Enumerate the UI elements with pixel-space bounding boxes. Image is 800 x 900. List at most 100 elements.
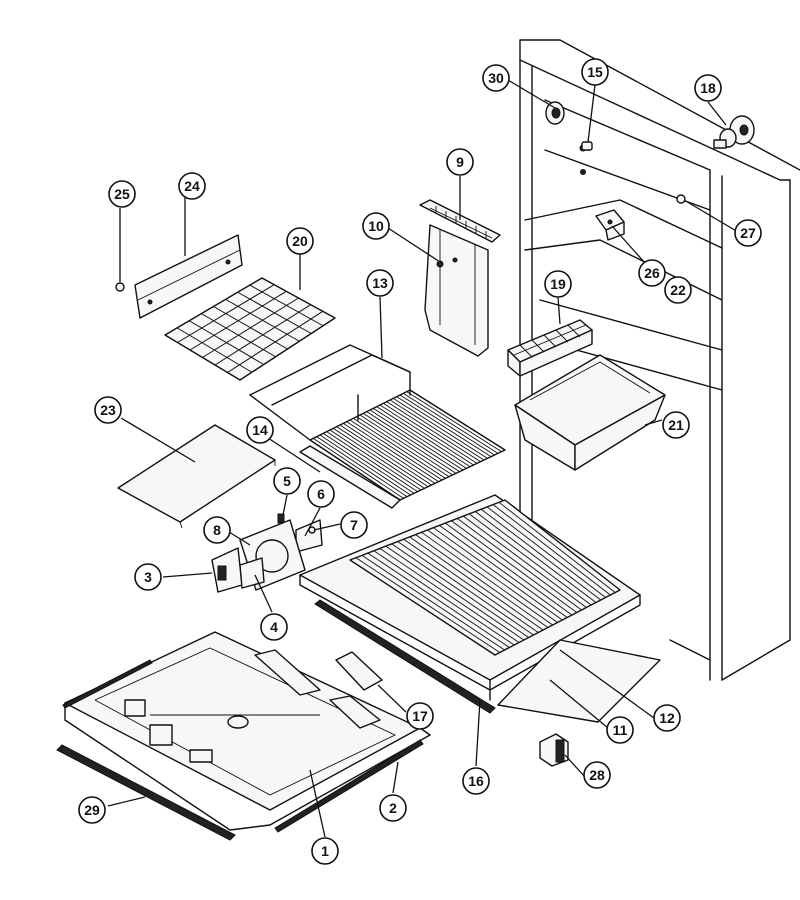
svg-text:17: 17 [412, 708, 428, 724]
hatch-line [457, 518, 582, 611]
part-23-shelf-panel [117, 424, 276, 529]
svg-text:18: 18 [700, 80, 716, 96]
part-30-control-knob [545, 101, 565, 125]
svg-text:12: 12 [659, 710, 675, 726]
hatch-line [498, 501, 616, 593]
svg-text:9: 9 [456, 154, 464, 170]
hatch-line [313, 437, 404, 499]
callout-14: 14 [246, 416, 274, 444]
svg-text:4: 4 [270, 619, 278, 635]
callout-27: 27 [734, 219, 762, 247]
hatch-line [353, 417, 446, 479]
svg-text:8: 8 [213, 522, 221, 538]
hatch-line [319, 434, 411, 496]
hatch-line [227, 310, 324, 373]
hatch-line [379, 548, 520, 643]
hatch-line [409, 389, 506, 451]
part-16-rail [314, 599, 496, 714]
hatch-line [363, 412, 457, 474]
svg-text:24: 24 [184, 178, 200, 194]
svg-text:21: 21 [668, 417, 684, 433]
callout-12: 12 [653, 704, 681, 732]
hatch-line [386, 401, 481, 463]
callout-5: 5 [273, 467, 301, 495]
hatch-line [385, 545, 525, 641]
part-27-screw [676, 194, 686, 204]
part-9-air-duct [419, 199, 501, 357]
svg-text:2: 2 [389, 800, 397, 816]
hatch-line [355, 557, 501, 653]
hatch-line [421, 531, 553, 626]
hatch-line [177, 284, 275, 343]
hatch-line [415, 534, 549, 628]
hatch-line [373, 550, 515, 646]
hatch-line [359, 414, 453, 476]
callout-26: 26 [638, 259, 666, 287]
callout-17: 17 [406, 702, 434, 730]
hatch-line [309, 439, 401, 501]
svg-text:14: 14 [252, 422, 268, 438]
callout-23: 23 [94, 396, 122, 424]
svg-text:1: 1 [321, 843, 329, 859]
hatch-line [492, 504, 611, 596]
svg-text:16: 16 [468, 773, 484, 789]
part-6-fan-blade [295, 519, 323, 553]
part-2-side-rail [274, 739, 424, 833]
hatch-line [433, 527, 563, 621]
svg-text:19: 19 [550, 276, 566, 292]
svg-text:20: 20 [292, 233, 308, 249]
hatch-line [403, 538, 539, 633]
svg-text:29: 29 [84, 802, 100, 818]
callout-3: 3 [134, 563, 162, 591]
callout-24: 24 [178, 172, 206, 200]
pan-side-rail [62, 659, 153, 709]
hatch-line [343, 422, 436, 484]
part-19-ice-tray [507, 319, 593, 377]
part-11-glass-panel [497, 639, 661, 723]
part-12-crisper-cover [299, 494, 641, 701]
callout-10: 10 [362, 212, 390, 240]
hatch-line [361, 555, 505, 651]
svg-text:25: 25 [114, 186, 130, 202]
callout-9: 9 [446, 148, 474, 176]
svg-text:7: 7 [350, 517, 358, 533]
callout-7: 7 [340, 511, 368, 539]
callout-30: 30 [482, 64, 510, 92]
part-18-thermostat [713, 115, 755, 149]
hatch-line [214, 304, 311, 366]
hatch-line [397, 541, 534, 636]
callout-25: 25 [108, 180, 136, 208]
svg-text:10: 10 [368, 218, 384, 234]
part-14-shelf-trim [299, 445, 401, 509]
hatch-line [367, 552, 510, 648]
callout-6: 6 [307, 480, 335, 508]
part-24-shelf-bracket [134, 234, 243, 319]
hatch-line [451, 520, 577, 613]
hatch-line [406, 391, 502, 453]
hatch-line [346, 421, 439, 483]
hatch-line [356, 416, 450, 478]
callout-29: 29 [78, 796, 106, 824]
hatch-line [396, 396, 492, 458]
svg-text:11: 11 [613, 722, 628, 738]
callout-1: 1 [311, 837, 339, 865]
part-13-wire-shelf [249, 344, 506, 501]
hatch-line [339, 424, 432, 486]
svg-text:26: 26 [644, 265, 660, 281]
callout-18: 18 [694, 74, 722, 102]
hatch-line [439, 525, 568, 618]
hatch-line [427, 529, 558, 623]
hatch-line [463, 515, 587, 608]
callout-4: 4 [260, 613, 288, 641]
hatch-line [389, 399, 485, 461]
part-15-pin [581, 141, 593, 151]
part-17-spacer [335, 651, 383, 691]
hatch-line [445, 522, 573, 616]
svg-text:13: 13 [372, 275, 388, 291]
svg-text:23: 23 [100, 402, 116, 418]
hatch-line [336, 426, 429, 488]
svg-text:28: 28 [589, 767, 605, 783]
hatch-line [403, 392, 499, 454]
callouts: 30 15 18 9 10 13 19 24 20 25 27 26 22 21… [78, 58, 762, 865]
